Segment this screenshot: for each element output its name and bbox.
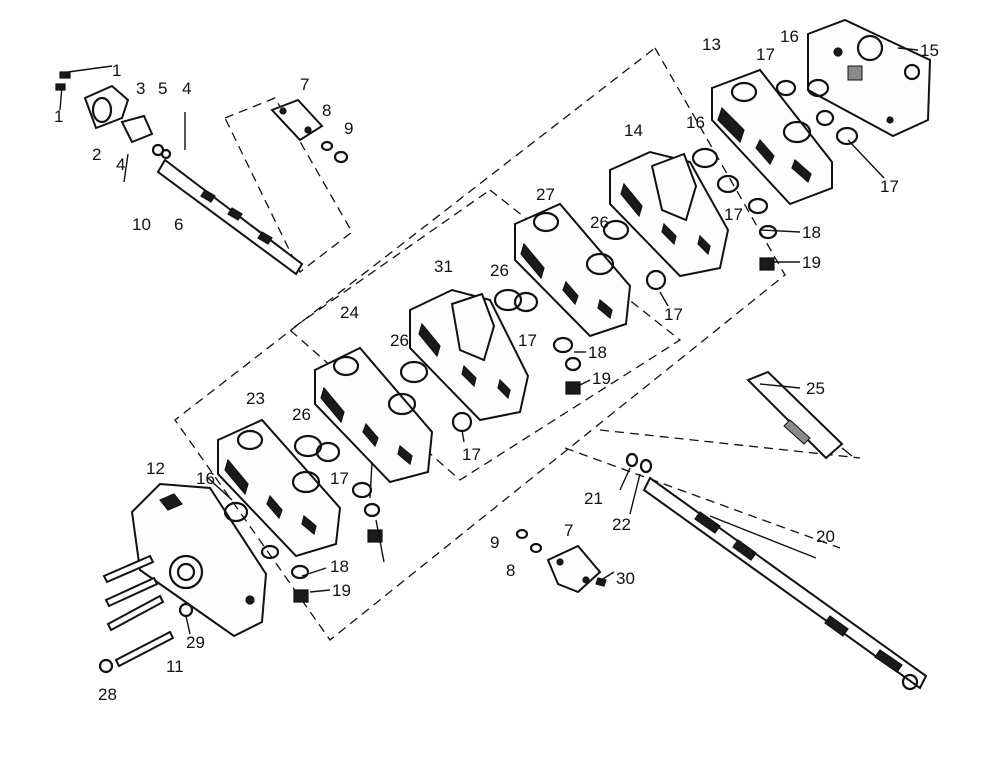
callout-23: 23 xyxy=(246,389,265,408)
callout-26: 26 xyxy=(390,331,409,350)
valve-section-13 xyxy=(711,68,833,206)
callout-15: 15 xyxy=(920,41,939,60)
outer-assembly-outline xyxy=(174,47,786,641)
spool-assembly xyxy=(55,65,304,276)
callout-labels: 1 1 2 3 4 4 5 6 7 7 8 8 9 9 10 11 12 13 … xyxy=(54,27,939,704)
callout-8: 8 xyxy=(506,561,515,580)
dashed-outlines xyxy=(174,47,861,641)
callout-10: 10 xyxy=(132,215,151,234)
end-housing-15 xyxy=(807,18,932,138)
rod-connector-line xyxy=(564,447,841,549)
callout-9: 9 xyxy=(490,533,499,552)
callout-16: 16 xyxy=(686,113,705,132)
callout-24: 24 xyxy=(340,303,359,322)
callout-6: 6 xyxy=(174,215,183,234)
callout-11: 11 xyxy=(166,657,184,676)
callout-27: 27 xyxy=(536,185,555,204)
callout-17: 17 xyxy=(880,177,899,196)
callout-17: 17 xyxy=(518,331,537,350)
top-flange xyxy=(270,98,349,164)
callout-16: 16 xyxy=(196,469,215,488)
callout-7: 7 xyxy=(564,521,573,540)
callout-9: 9 xyxy=(344,119,353,138)
callout-21: 21 xyxy=(584,489,603,508)
valve-section-27 xyxy=(514,202,632,338)
callout-20: 20 xyxy=(816,527,835,546)
long-spool-rod xyxy=(625,452,928,691)
sleeve-part xyxy=(120,114,154,144)
callout-30: 30 xyxy=(616,569,635,588)
callout-8: 8 xyxy=(322,101,331,120)
inner-assembly-outline xyxy=(288,189,682,481)
callout-14: 14 xyxy=(624,121,643,140)
callout-4: 4 xyxy=(116,155,125,174)
callout-26: 26 xyxy=(490,261,509,280)
callout-4: 4 xyxy=(182,79,191,98)
callout-17: 17 xyxy=(462,445,481,464)
rod-lower-guide xyxy=(599,429,861,459)
callout-17: 17 xyxy=(756,45,775,64)
callout-16: 16 xyxy=(780,27,799,46)
callout-7: 7 xyxy=(300,75,309,94)
callout-12: 12 xyxy=(146,459,165,478)
callout-5: 5 xyxy=(158,79,167,98)
callout-1: 1 xyxy=(54,107,63,126)
lower-flange xyxy=(515,528,607,594)
callout-3: 3 xyxy=(136,79,145,98)
callout-17: 17 xyxy=(724,205,743,224)
callout-1: 1 xyxy=(112,61,121,80)
callout-19: 19 xyxy=(802,253,821,272)
callout-19: 19 xyxy=(332,581,351,600)
callout-17: 17 xyxy=(330,469,349,488)
plunger-25 xyxy=(746,370,853,460)
callout-26: 26 xyxy=(292,405,311,424)
callout-26: 26 xyxy=(590,213,609,232)
callout-18: 18 xyxy=(802,223,821,242)
callout-25: 25 xyxy=(806,379,825,398)
callout-22: 22 xyxy=(612,515,631,534)
seal-rings xyxy=(223,78,859,603)
valve-section-23 xyxy=(217,418,342,558)
callout-18: 18 xyxy=(588,343,607,362)
callout-31: 31 xyxy=(434,257,453,276)
valve-section-24 xyxy=(314,346,434,484)
valve-section-31 xyxy=(409,288,530,422)
callout-19: 19 xyxy=(592,369,611,388)
screw-part xyxy=(59,71,71,79)
screw-part xyxy=(55,83,66,91)
callout-18: 18 xyxy=(330,557,349,576)
tie-bolts xyxy=(98,554,194,674)
callout-17: 17 xyxy=(664,305,683,324)
leader-lines xyxy=(185,47,919,635)
callout-29: 29 xyxy=(186,633,205,652)
spool-group-outline xyxy=(224,97,353,274)
callout-2: 2 xyxy=(92,145,101,164)
spool-rod xyxy=(156,158,304,276)
callout-28: 28 xyxy=(98,685,117,704)
callout-13: 13 xyxy=(702,35,721,54)
valve-section-14 xyxy=(609,150,730,278)
